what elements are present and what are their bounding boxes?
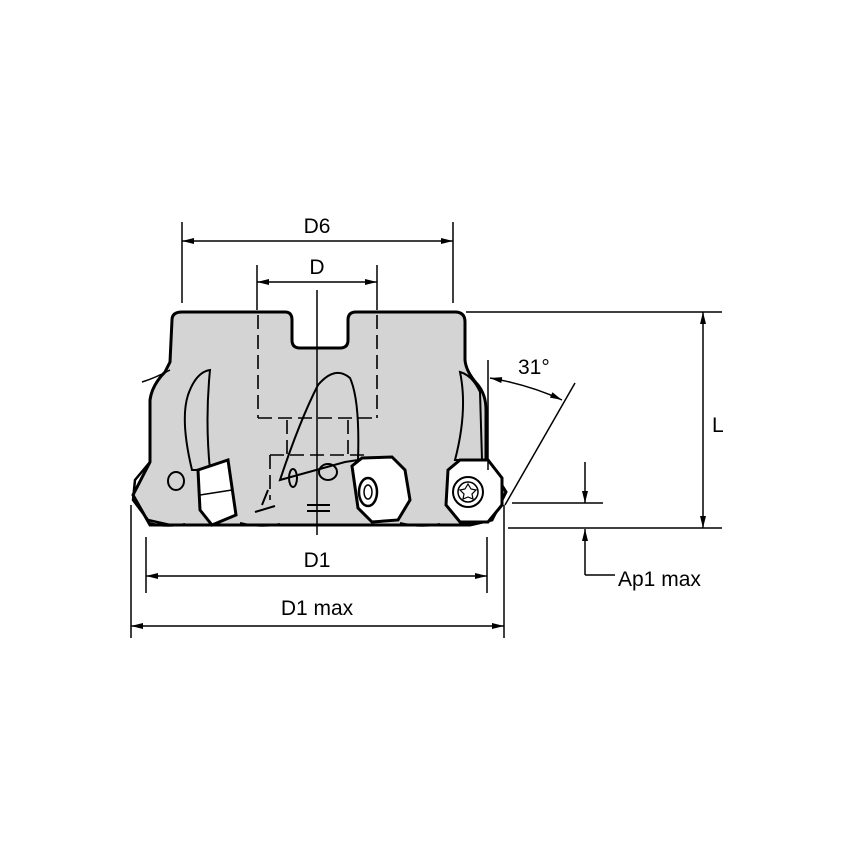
torx-screw-icon xyxy=(458,482,478,500)
dimension-l xyxy=(466,311,722,529)
dimension-d xyxy=(256,265,378,310)
label-d: D xyxy=(309,256,324,279)
label-d1-max: D1 max xyxy=(281,597,354,620)
cutting-insert-left xyxy=(131,461,171,527)
label-d6: D6 xyxy=(304,215,331,238)
dimension-angle xyxy=(487,360,576,506)
label-angle: 31° xyxy=(518,356,550,379)
label-l: L xyxy=(712,414,724,437)
cutting-insert-3 xyxy=(444,458,504,524)
label-ap1-max: Ap1 max xyxy=(618,568,701,591)
insert-bottom-edges xyxy=(149,522,441,527)
cutting-insert-1 xyxy=(196,458,238,527)
body-details xyxy=(167,463,338,513)
dimension-ap1-max xyxy=(512,462,615,576)
dimension-d1-max xyxy=(130,505,505,638)
label-d1: D1 xyxy=(304,549,331,572)
dimension-d6 xyxy=(181,222,454,303)
chip-flutes xyxy=(183,368,484,482)
dimension-d1 xyxy=(145,537,488,593)
cutting-insert-2 xyxy=(350,455,412,524)
